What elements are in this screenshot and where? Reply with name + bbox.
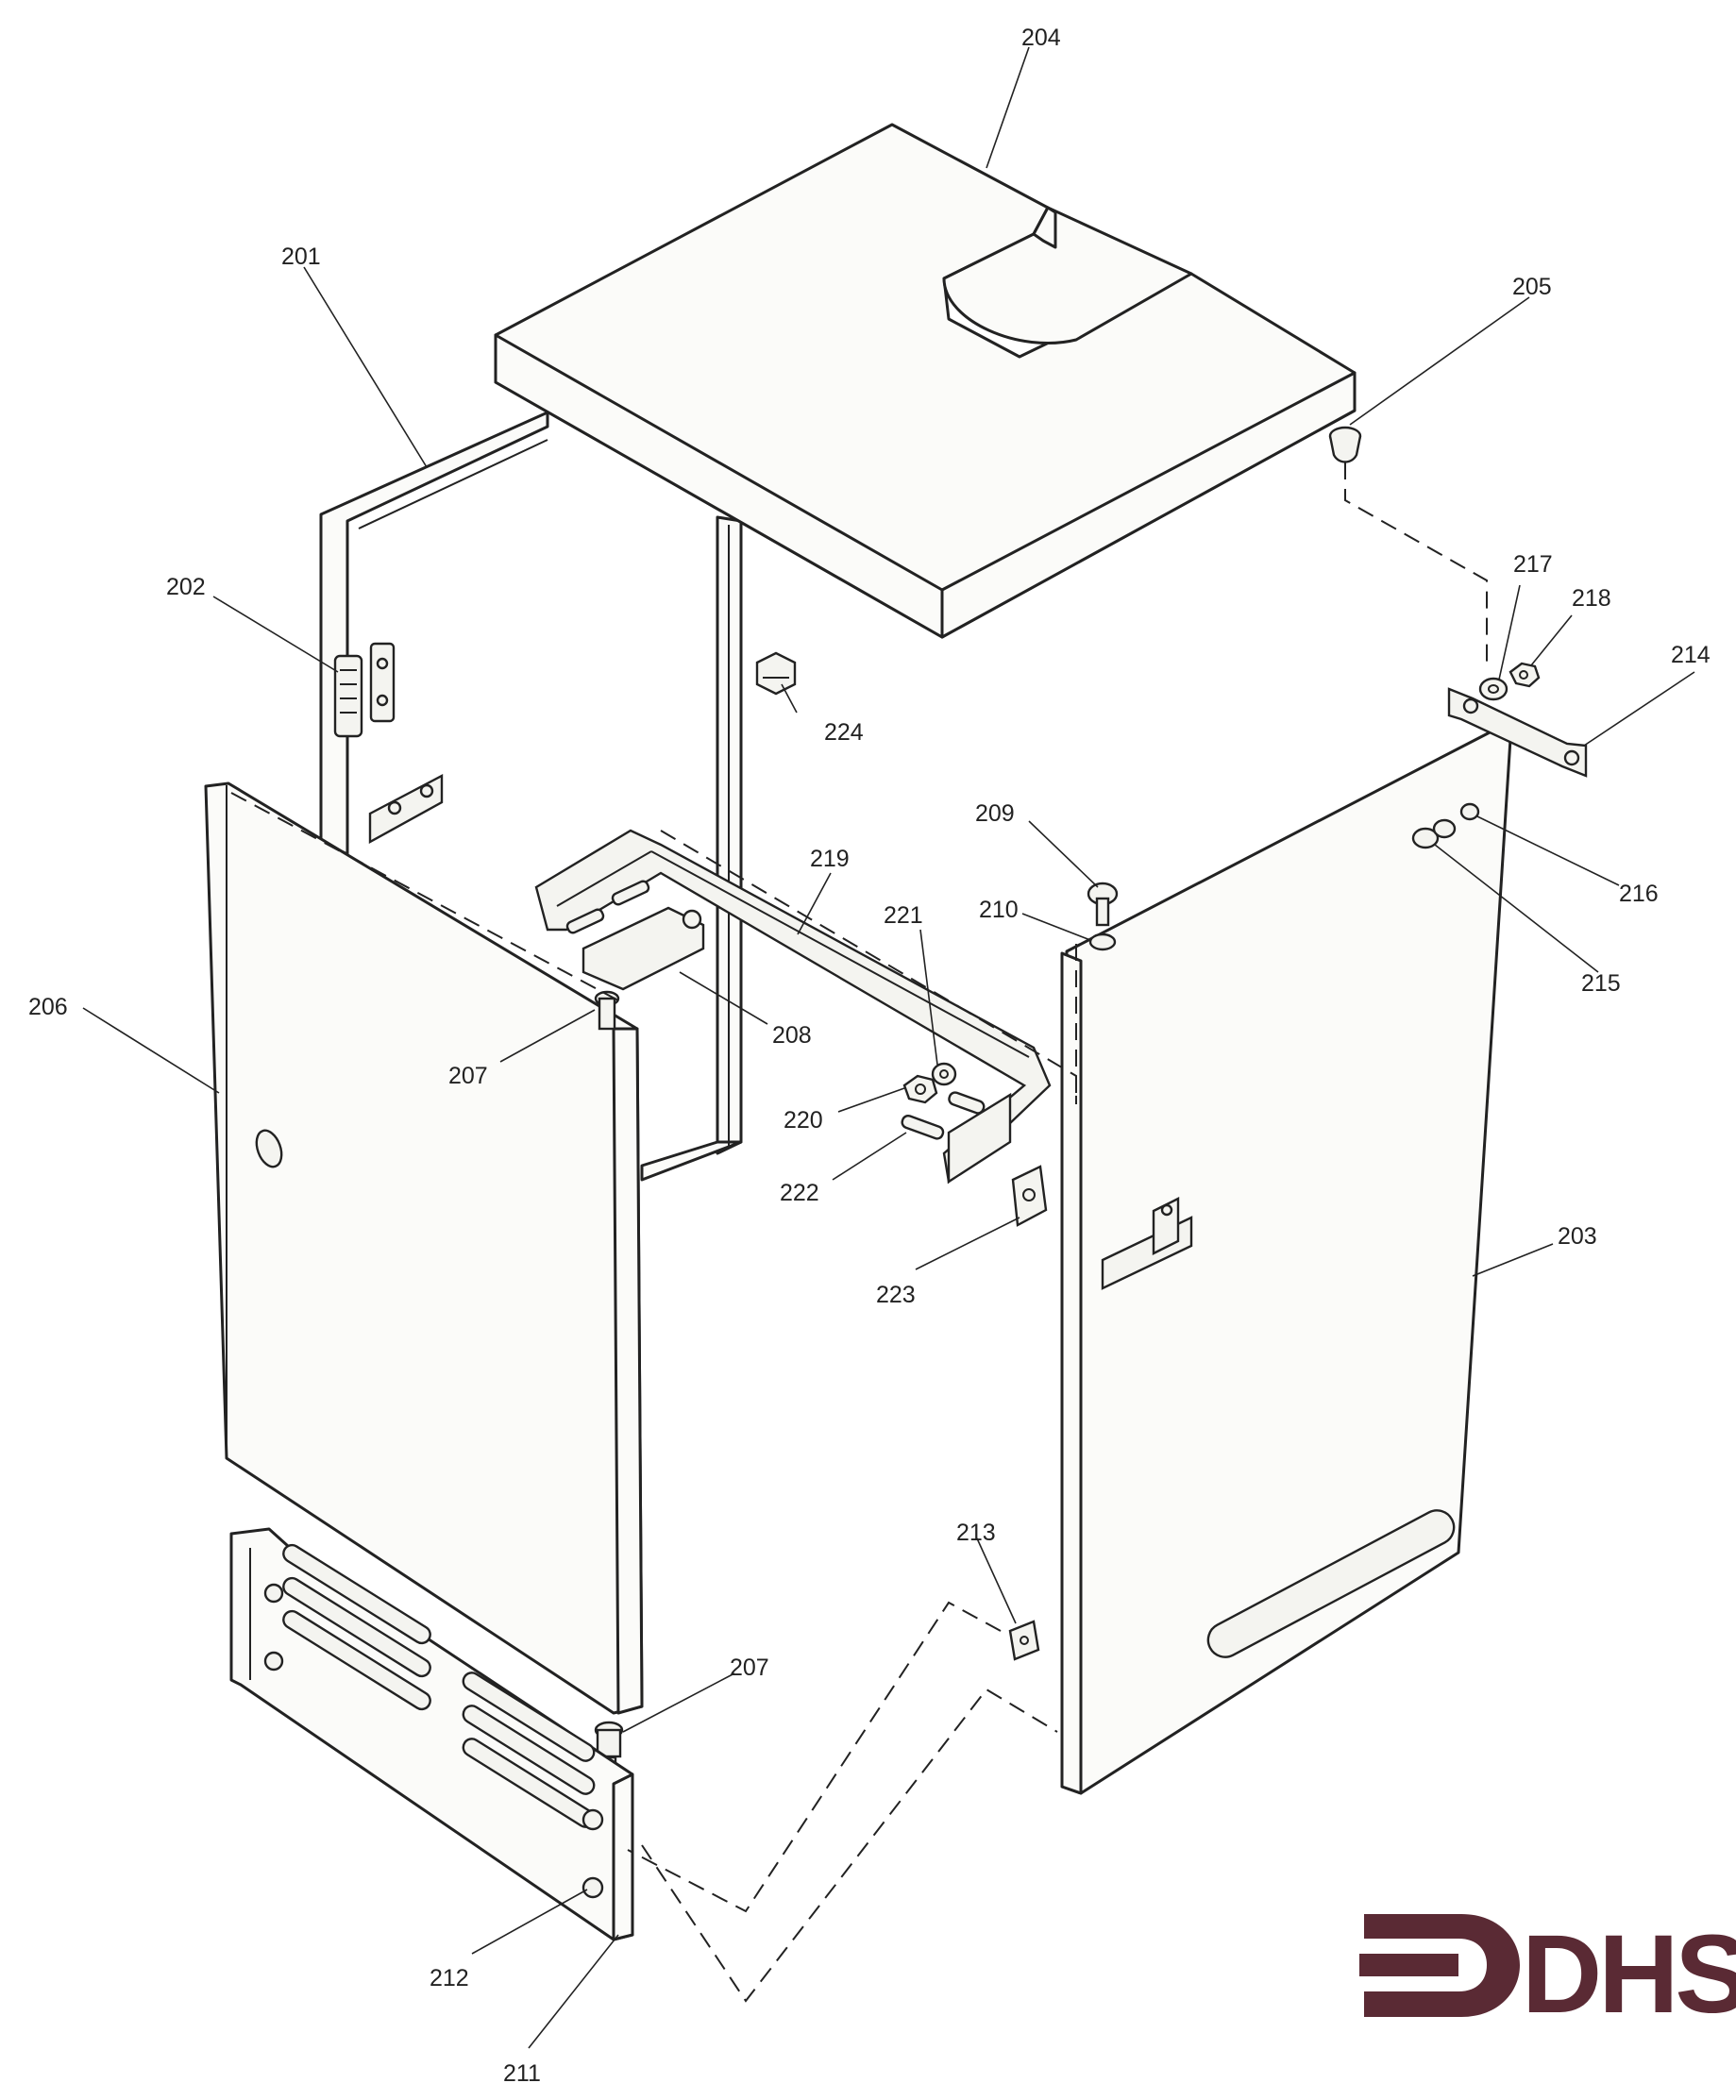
part-221-washer [931, 1062, 957, 1086]
part-220-nut [902, 1074, 938, 1104]
callout-203: 203 [1558, 1223, 1597, 1250]
callout-219: 219 [810, 846, 850, 872]
dhs-logo-mark [1359, 1914, 1520, 2017]
callout-205: 205 [1512, 274, 1552, 300]
callouts: 204 201 205 202 224 217 218 214 209 219 … [28, 25, 1711, 2087]
part-211-grille [229, 1527, 634, 1941]
part-205-plug [1328, 426, 1362, 463]
callout-222: 222 [780, 1180, 819, 1206]
callout-208: 208 [772, 1022, 812, 1049]
callout-210: 210 [979, 897, 1019, 923]
callout-206: 206 [28, 994, 68, 1020]
dhs-logo: DHS [1359, 1912, 1736, 2037]
part-213-clip [1008, 1620, 1040, 1661]
callout-209: 209 [975, 800, 1015, 827]
part-224-clip [755, 651, 797, 696]
callout-207-lower: 207 [730, 1655, 769, 1681]
part-204-top-panel [494, 123, 1357, 639]
callout-216: 216 [1619, 881, 1659, 907]
callout-212: 212 [430, 1965, 469, 1991]
part-208-hinge-plate [565, 880, 705, 991]
callout-211: 211 [503, 2060, 541, 2087]
dhs-logo-text: DHS [1522, 1912, 1736, 2037]
callout-214: 214 [1671, 642, 1711, 668]
part-206-door [204, 781, 644, 1715]
part-217-washer [1478, 677, 1508, 701]
part-212-screws [263, 1583, 604, 1899]
callout-201: 201 [281, 244, 321, 270]
part-201-back-frame [319, 411, 743, 1182]
part-203-right-panel [1060, 730, 1512, 1795]
part-219-bracket-frame [534, 829, 1052, 1184]
part-215-washer [1411, 818, 1457, 849]
part-209-screw [1087, 882, 1119, 927]
callout-218: 218 [1572, 585, 1611, 612]
callout-202: 202 [166, 574, 206, 600]
callout-220: 220 [784, 1107, 823, 1134]
part-223-clip [1011, 1165, 1048, 1227]
callout-217: 217 [1513, 551, 1553, 578]
assembly-lines [230, 462, 1488, 2003]
part-222-screw [901, 1091, 986, 1140]
callout-221: 221 [884, 902, 923, 929]
part-202-latch [333, 654, 363, 738]
part-210-washer [1088, 932, 1117, 951]
callout-224: 224 [824, 719, 864, 746]
leader-lines [82, 46, 1695, 2049]
callout-207-upper: 207 [448, 1063, 488, 1089]
part-207-pin-upper [594, 990, 620, 1031]
part-214-bracket [1447, 687, 1588, 778]
part-218-nut [1508, 662, 1541, 688]
part-216-washer [1459, 802, 1480, 821]
callout-204: 204 [1021, 25, 1061, 51]
callout-215: 215 [1581, 970, 1621, 997]
callout-213: 213 [956, 1520, 996, 1546]
callout-223: 223 [876, 1282, 916, 1308]
